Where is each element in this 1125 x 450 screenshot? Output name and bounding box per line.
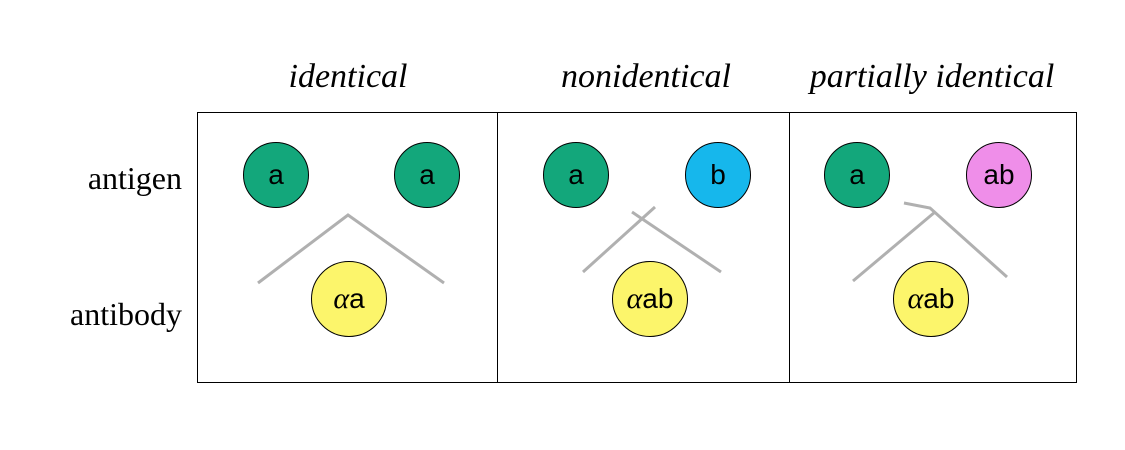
antigen-well-nonidentical-right: b [685, 142, 751, 208]
precipitin-line-partial-b [903, 201, 1009, 279]
row-label-antigen: antigen [87, 160, 182, 196]
diagram-frame [197, 112, 1077, 383]
antigen-well-partial-right: ab [966, 142, 1032, 208]
row-label-antibody: antibody [70, 296, 182, 332]
precipitin-line-identical [257, 213, 445, 285]
panel-divider-1 [497, 112, 498, 383]
antigen-well-partial-left: a [824, 142, 890, 208]
header-identical: identical [288, 58, 408, 95]
antigen-well-nonidentical-left: a [543, 142, 609, 208]
precipitin-line-nonidentical-b [631, 210, 722, 274]
header-nonidentical: nonidentical [561, 58, 731, 95]
antigen-well-identical-left: a [243, 142, 309, 208]
panel-divider-2 [789, 112, 790, 383]
header-partially-identical: partially identical [809, 58, 1055, 95]
precipitin-line-partial-a [852, 210, 936, 283]
antigen-well-identical-right: a [394, 142, 460, 208]
